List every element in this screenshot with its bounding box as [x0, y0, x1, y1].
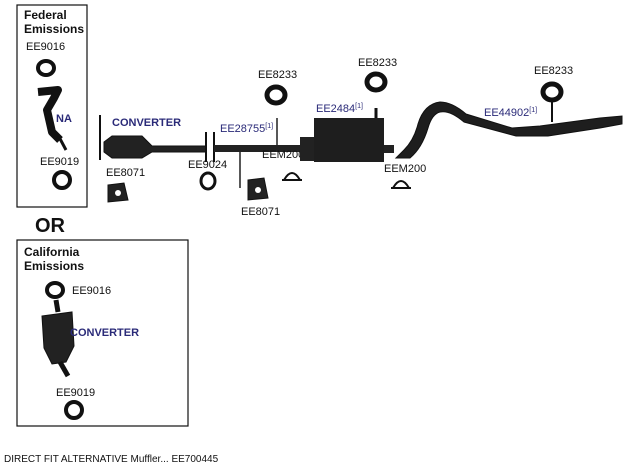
converter-inlet	[53, 299, 61, 313]
pipe-part-label: EE28755[1]	[220, 123, 273, 135]
california-bottom-part-label: EE9019	[56, 387, 95, 399]
isolator-icon	[364, 71, 388, 93]
gasket-icon	[199, 171, 217, 191]
hanger-hole	[255, 187, 261, 193]
california-title-2: Emissions	[24, 259, 84, 273]
isolator-3-label: EE8233	[534, 65, 573, 77]
federal-box	[16, 4, 88, 208]
california-converter-label: CONVERTER	[70, 327, 139, 339]
california-box	[16, 239, 189, 427]
gasket-icon	[45, 281, 65, 299]
federal-top-part-label: EE9016	[26, 41, 65, 53]
gasket-label: EE9024	[188, 159, 227, 171]
na-pipe-icon	[37, 86, 63, 143]
tailpipe-part-label: EE44902[1]	[484, 107, 537, 119]
intermediate-pipe	[214, 145, 300, 152]
federal-title-1: Federal	[24, 8, 67, 22]
converter-icon	[41, 311, 75, 365]
federal-bottom-part-label: EE9019	[40, 156, 79, 168]
hanger-left-label: EE8071	[106, 167, 145, 179]
clamp-icon	[283, 172, 301, 181]
gasket-icon	[64, 400, 84, 420]
muffler-part-label: EE2484[1]	[316, 103, 363, 115]
clamp-right-label: EEM200	[384, 163, 426, 175]
isolator-icon	[540, 81, 564, 103]
na-pipe-flange	[56, 134, 68, 151]
clamp-icon	[392, 180, 410, 189]
isolator-1-label: EE8233	[258, 69, 297, 81]
california-top-part-label: EE9016	[72, 285, 111, 297]
converter-outlet	[57, 360, 71, 378]
na-label: NA	[56, 113, 72, 125]
or-separator: OR	[35, 215, 66, 237]
hanger-hole	[115, 190, 121, 196]
gasket-icon	[52, 170, 72, 190]
converter-icon	[103, 135, 207, 159]
california-title-1: California	[24, 245, 80, 259]
federal-title-2: Emissions	[24, 22, 84, 36]
isolator-2-label: EE8233	[358, 57, 397, 69]
muffler-outlet	[384, 145, 394, 153]
muffler-icon	[314, 118, 384, 162]
muffler-inlet	[300, 137, 314, 161]
main-converter-label: CONVERTER	[112, 117, 181, 129]
gasket-icon	[36, 59, 56, 77]
footer-caption: DIRECT FIT ALTERNATIVE Muffler... EE7004…	[4, 454, 219, 465]
tailpipe-icon	[394, 101, 623, 159]
clamp-left-label: EEM200	[262, 149, 304, 161]
hanger-mid-label: EE8071	[241, 206, 280, 218]
isolator-icon	[264, 84, 288, 106]
